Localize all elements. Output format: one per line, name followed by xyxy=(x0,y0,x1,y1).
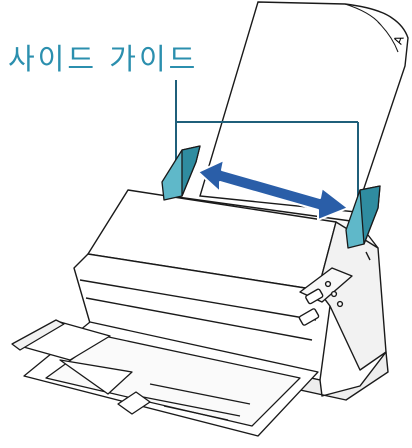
left-side-guide xyxy=(162,146,200,200)
side-guide-label: 사이드 가이드 xyxy=(8,36,198,78)
